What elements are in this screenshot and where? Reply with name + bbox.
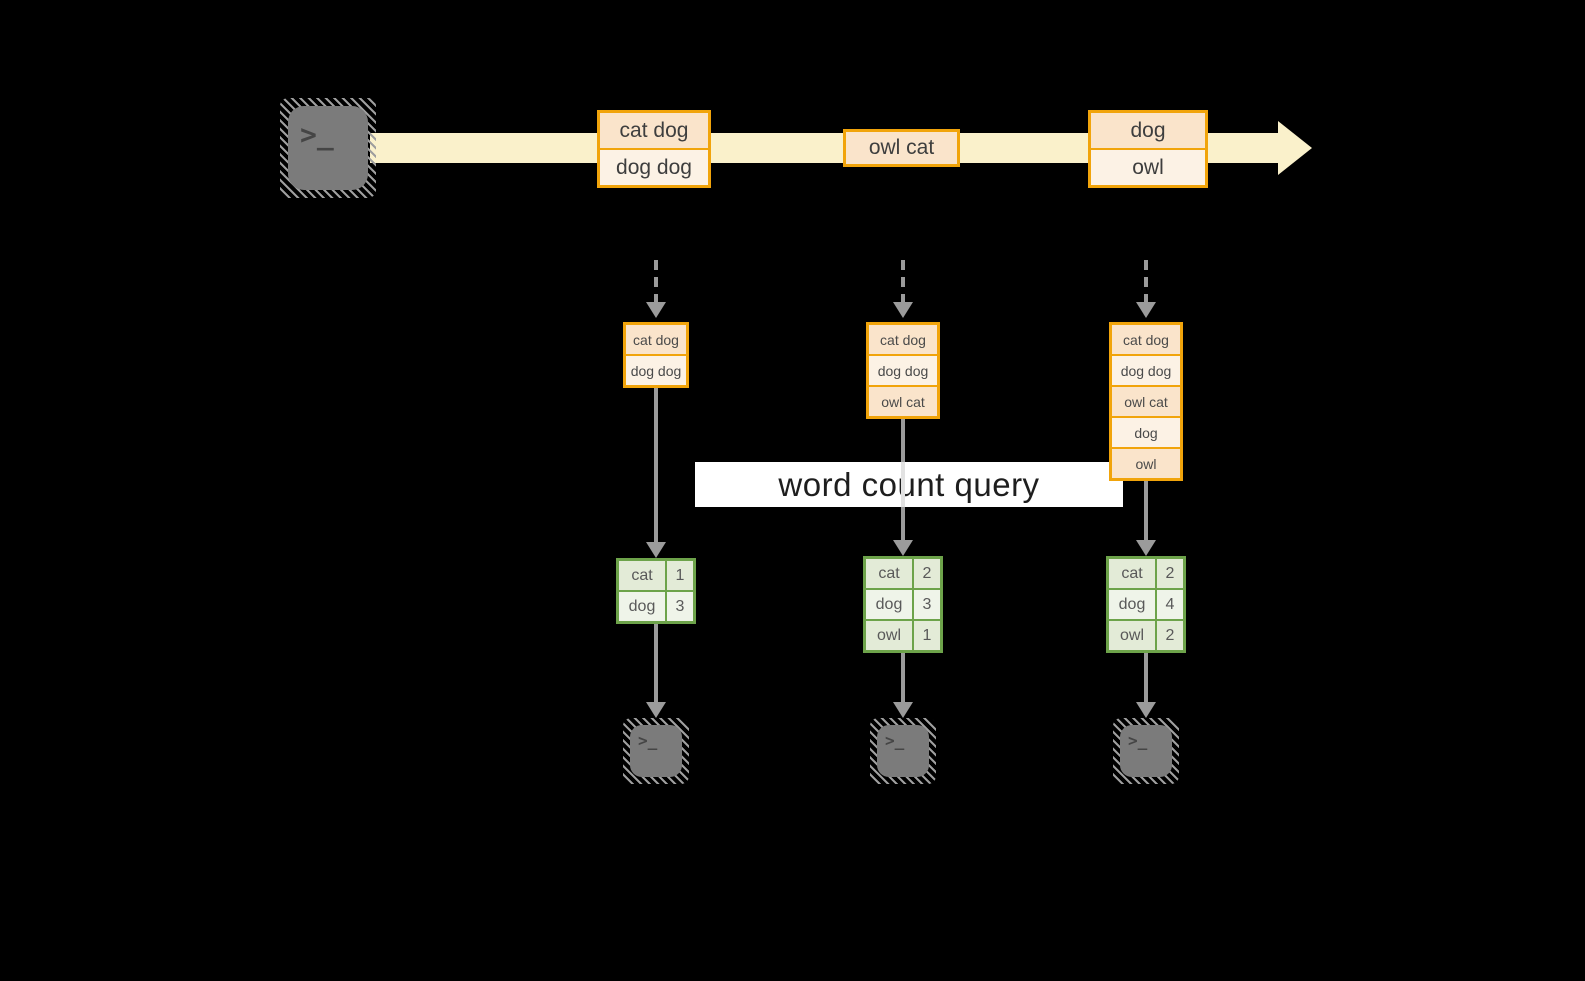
count-word-cell: cat (1109, 559, 1155, 588)
count-table-1: cat 1 dog 3 (616, 558, 696, 624)
stream-batch-row: dog dog (600, 148, 708, 185)
stream-batch-row: dog (1091, 113, 1205, 148)
arrow-line (654, 388, 658, 542)
dashed-arrow-line (901, 260, 905, 302)
stream-batch-2: owl cat (843, 129, 960, 167)
count-value-cell: 1 (667, 561, 693, 590)
dashed-arrowhead-icon (893, 302, 913, 318)
micro-batch-1: cat dog dog dog (623, 322, 689, 388)
count-word-cell: owl (866, 621, 912, 650)
stream-batch-1: cat dog dog dog (597, 110, 711, 188)
terminal-body: >_ (630, 725, 682, 777)
query-banner: word count query (695, 462, 1123, 507)
micro-batch-row: owl cat (869, 385, 937, 416)
micro-batch-row: cat dog (626, 325, 686, 354)
terminal-body: >_ (1120, 725, 1172, 777)
arrowhead-icon (646, 702, 666, 718)
stream-batch-row: cat dog (600, 113, 708, 148)
count-word-cell: cat (619, 561, 665, 590)
arrow-line (901, 653, 905, 702)
micro-batch-row: cat dog (869, 325, 937, 354)
micro-batch-row: dog dog (1112, 354, 1180, 385)
arrowhead-icon (646, 542, 666, 558)
source-terminal-icon: >_ (280, 98, 376, 198)
micro-batch-3: cat dog dog dog owl cat dog owl (1109, 322, 1183, 481)
count-value-cell: 2 (1157, 621, 1183, 650)
count-word-cell: dog (1109, 590, 1155, 619)
count-table-3: cat 2 dog 4 owl 2 (1106, 556, 1186, 653)
arrow-line (1144, 653, 1148, 702)
count-value-cell: 1 (914, 621, 940, 650)
sink-terminal-icon: >_ (1113, 718, 1179, 784)
arrowhead-icon (893, 540, 913, 556)
stream-batch-row: owl (1091, 148, 1205, 185)
count-table-2: cat 2 dog 3 owl 1 (863, 556, 943, 653)
terminal-body: >_ (288, 106, 368, 190)
terminal-prompt-glyph: >_ (885, 731, 905, 750)
terminal-prompt-glyph: >_ (638, 731, 658, 750)
arrow-through-banner (901, 462, 905, 507)
arrow-line (1144, 481, 1148, 540)
dashed-arrowhead-icon (646, 302, 666, 318)
count-word-cell: cat (866, 559, 912, 588)
stream-arrowhead-icon (1278, 121, 1312, 175)
micro-batch-row: dog dog (626, 354, 686, 385)
arrowhead-icon (1136, 540, 1156, 556)
micro-batch-row: cat dog (1112, 325, 1180, 354)
arrowhead-icon (1136, 702, 1156, 718)
count-word-cell: dog (866, 590, 912, 619)
count-word-cell: owl (1109, 621, 1155, 650)
micro-batch-row: dog dog (869, 354, 937, 385)
count-value-cell: 3 (914, 590, 940, 619)
sink-terminal-icon: >_ (870, 718, 936, 784)
stream-batch-row: owl cat (846, 132, 957, 164)
micro-batch-row: owl (1112, 447, 1180, 478)
dashed-arrow-line (654, 260, 658, 302)
micro-batch-2: cat dog dog dog owl cat (866, 322, 940, 419)
count-value-cell: 2 (914, 559, 940, 588)
count-word-cell: dog (619, 592, 665, 621)
dashed-arrowhead-icon (1136, 302, 1156, 318)
sink-terminal-icon: >_ (623, 718, 689, 784)
count-value-cell: 3 (667, 592, 693, 621)
terminal-body: >_ (877, 725, 929, 777)
micro-batch-row: dog (1112, 416, 1180, 447)
count-value-cell: 2 (1157, 559, 1183, 588)
micro-batch-row: owl cat (1112, 385, 1180, 416)
count-value-cell: 4 (1157, 590, 1183, 619)
terminal-prompt-glyph: >_ (300, 118, 334, 151)
stream-batch-3: dog owl (1088, 110, 1208, 188)
terminal-prompt-glyph: >_ (1128, 731, 1148, 750)
arrowhead-icon (893, 702, 913, 718)
dashed-arrow-line (1144, 260, 1148, 302)
arrow-line (654, 624, 658, 702)
